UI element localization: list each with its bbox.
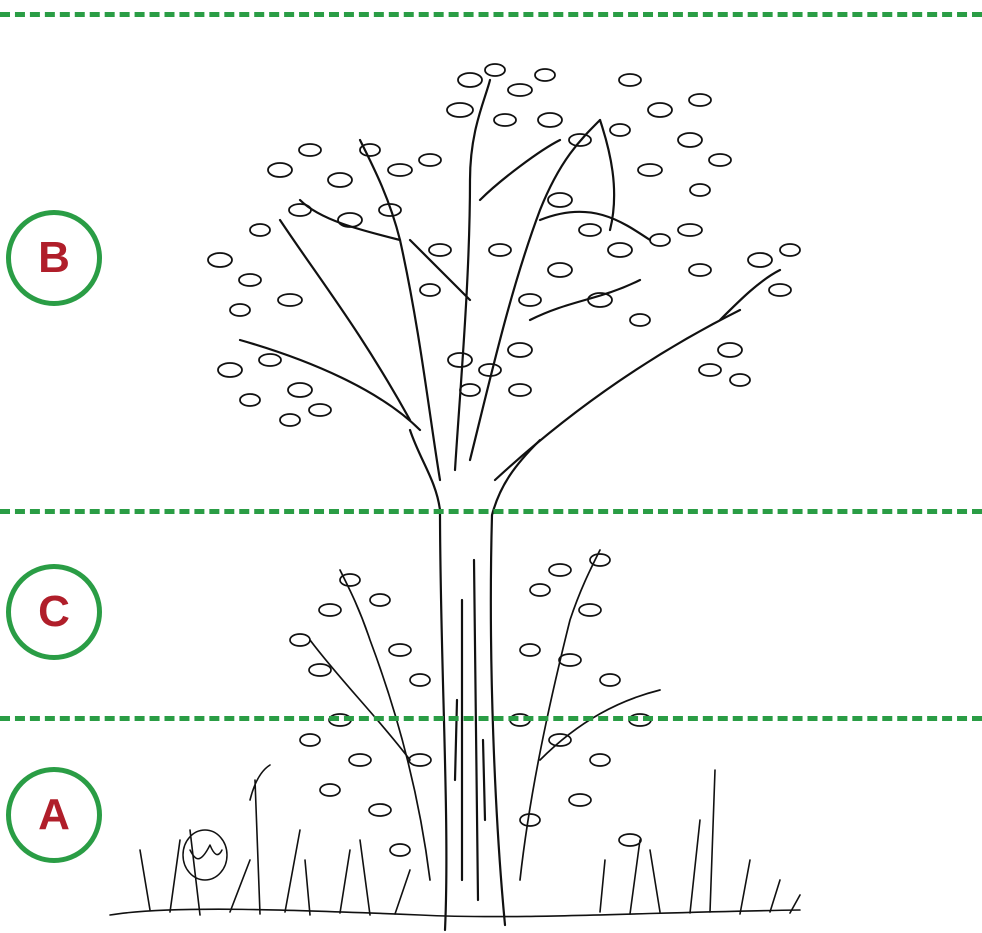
layer-badge-c: C [6,564,102,660]
trunk [408,428,542,932]
layer-badge-a: A [6,767,102,863]
layer-divider-top [0,12,982,17]
layer-divider-lower [0,716,982,721]
layer-label-c: C [38,587,70,636]
layer-label-b: B [38,233,70,282]
branches [238,78,782,482]
canopy-leaves [207,63,801,427]
shrub-left [289,569,432,881]
layer-label-a: A [38,790,70,839]
grass [109,764,801,918]
artist-signature [182,829,228,881]
layer-divider-middle [0,509,982,514]
shrub-right [509,549,661,881]
layer-badge-b: B [6,210,102,306]
